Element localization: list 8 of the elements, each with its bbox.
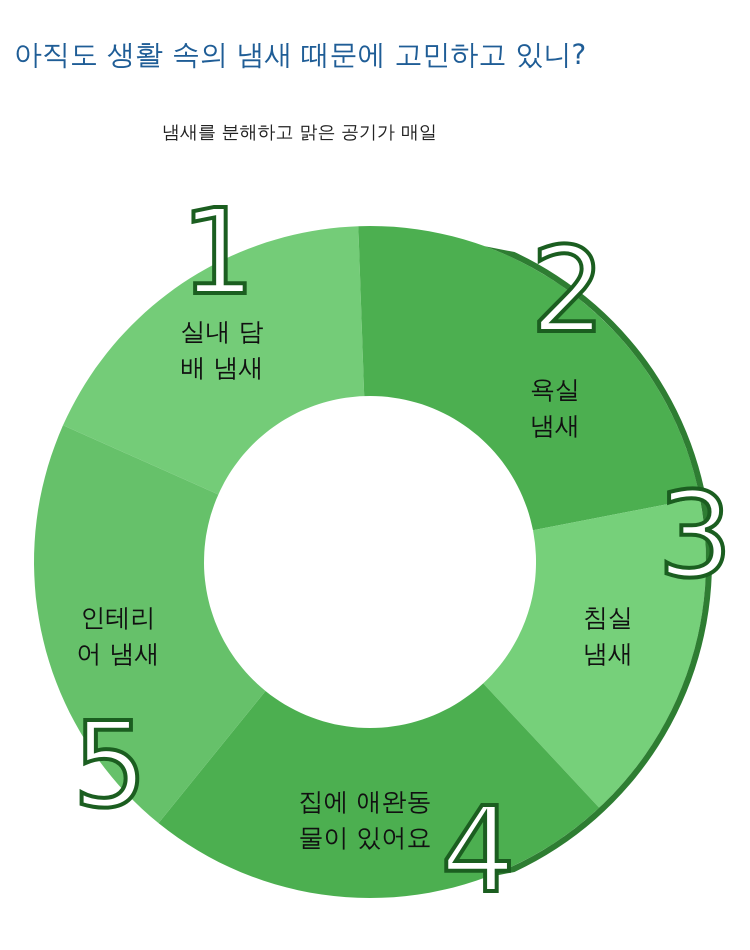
step-number: 4 (440, 791, 516, 909)
page-title: 아직도 생활 속의 냄새 때문에 고민하고 있니? (14, 37, 586, 73)
segment-label: 침실 냄새 (582, 602, 634, 670)
segment-label: 실내 담 배 냄새 (180, 316, 264, 384)
segment-label: 인테리 어 냄새 (76, 602, 160, 670)
subtitle: 냄새를 분해하고 맑은 공기가 매일 (162, 121, 437, 144)
segment-label: 집에 애완동 물이 있어요 (298, 786, 432, 854)
segment-label: 욕실 냄새 (529, 374, 581, 442)
